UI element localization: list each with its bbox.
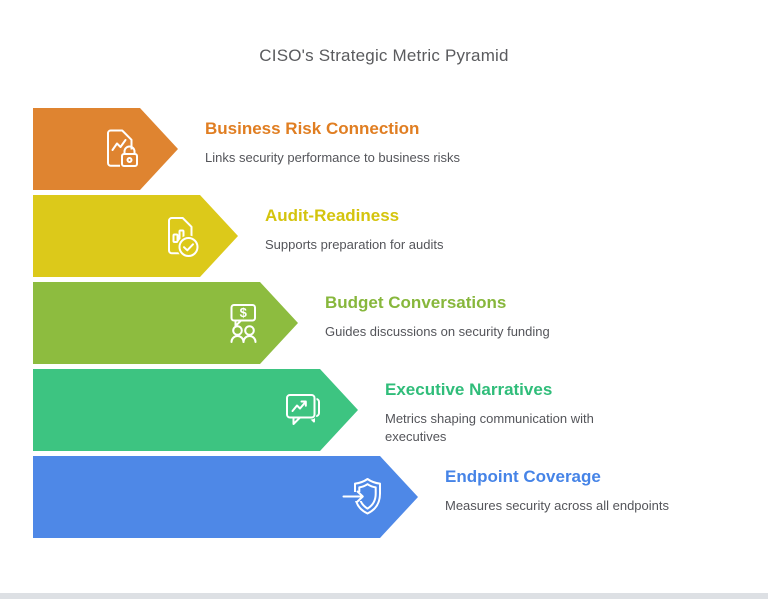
page-bottom-edge: [0, 593, 768, 599]
step-description: Guides discussions on security funding: [325, 324, 550, 339]
step-title: Budget Conversations: [325, 293, 507, 312]
step-description: Supports preparation for audits: [265, 237, 444, 252]
step-title: Business Risk Connection: [205, 119, 420, 138]
pyramid-step-1: [33, 108, 178, 190]
pyramid-step-3: $: [33, 282, 298, 364]
page-title: CISO's Strategic Metric Pyramid: [259, 46, 509, 65]
pyramid-arrow-bar: [33, 282, 298, 364]
shield-endpoint-arrow-icon: [334, 471, 386, 523]
step-description: Links security performance to business r…: [205, 150, 461, 165]
step-title: Endpoint Coverage: [445, 467, 601, 486]
step-title: Executive Narratives: [385, 380, 553, 399]
pyramid-step-5: [33, 456, 418, 538]
budget-chat-people-icon: $: [214, 297, 266, 349]
step-5-label: Endpoint Coverage Measures security acro…: [445, 467, 669, 515]
audit-report-check-icon: [154, 210, 200, 259]
pyramid-step-2: [33, 195, 238, 277]
step-3-label: Budget Conversations Guides discussions …: [325, 293, 550, 341]
chat-trend-arrow-icon: [274, 384, 326, 436]
pyramid-arrow-bar: [33, 195, 238, 277]
step-description: Metrics shaping communication with execu…: [385, 411, 594, 444]
step-description: Measures security across all endpoints: [445, 498, 669, 513]
step-2-label: Audit-Readiness Supports preparation for…: [265, 206, 444, 254]
document-trend-lock-icon: [94, 123, 140, 168]
pyramid-step-4: [33, 369, 358, 451]
step-1-label: Business Risk Connection Links security …: [205, 119, 460, 167]
step-4-label: Executive Narratives Metrics shaping com…: [385, 380, 625, 446]
step-title: Audit-Readiness: [265, 206, 400, 225]
dollar-symbol: $: [240, 305, 248, 320]
